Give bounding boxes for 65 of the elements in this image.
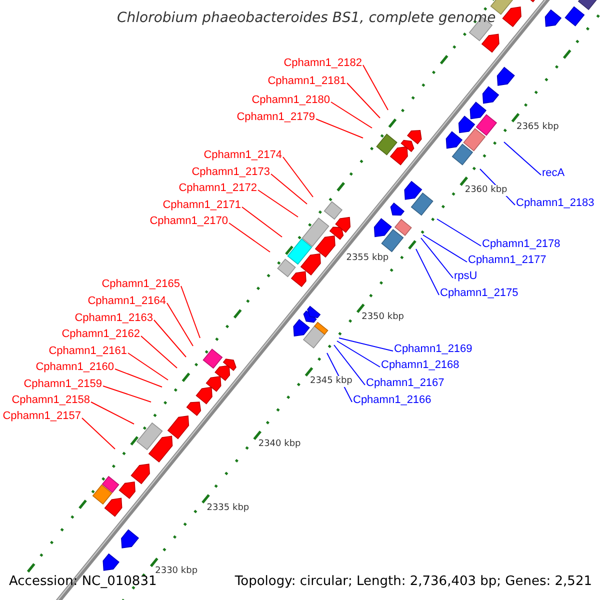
- scale-tick-label: 2330 kbp: [155, 566, 198, 578]
- scale-tick-label: 2360 kbp: [464, 185, 508, 196]
- gene-label: Cphamn1_2159: [24, 377, 102, 391]
- gene-label: Cphamn1_2178: [482, 237, 560, 251]
- leader-line: [140, 336, 178, 368]
- gene-label: Cphamn1_2160: [36, 360, 114, 374]
- leader-line: [282, 156, 314, 198]
- leader-line: [180, 286, 200, 338]
- leader-line: [346, 82, 380, 118]
- gene-label: Cphamn1_2169: [394, 342, 472, 356]
- gene-label: rpsU: [454, 269, 478, 283]
- gene-label: Cphamn1_2163: [74, 311, 153, 325]
- leader-line: [258, 190, 298, 218]
- leader-line: [114, 368, 162, 388]
- leader-line: [422, 234, 468, 262]
- leader-line: [416, 248, 440, 296]
- leader-line: [316, 118, 364, 138]
- gene-label: Cphamn1_2180: [252, 93, 330, 107]
- leader-line: [504, 142, 542, 176]
- gene-label: Cphamn1_2183: [516, 196, 594, 210]
- gene-label: Cphamn1_2158: [12, 393, 90, 407]
- genome-info-text: Topology: circular; Length: 2,736,403 bp; Genes: 2,521: [234, 574, 592, 590]
- leader-line: [336, 340, 380, 368]
- leader-line: [338, 338, 394, 352]
- scale-tick-label: 2365 kbp: [516, 122, 559, 133]
- gene-label: Cphamn1_2164: [88, 294, 166, 308]
- gene-label: Cphamn1_2161: [48, 344, 127, 358]
- gene-label: Cphamn1_2172: [178, 181, 257, 195]
- gene-label: Cphamn1_2182: [284, 56, 362, 70]
- gene-label: Cphamn1_2177: [468, 253, 546, 267]
- leader-line: [90, 402, 134, 424]
- gene-label: Cphamn1_2171: [162, 198, 241, 212]
- leader-line: [334, 344, 366, 386]
- leader-line: [82, 418, 116, 450]
- scale-tick-label: 2340 kbp: [258, 439, 301, 450]
- map-title: Chlorobium phaeobacteroides BS1, complete genome: [117, 9, 496, 27]
- leader-line: [330, 102, 372, 128]
- leader-line: [242, 206, 282, 238]
- leader-line: [270, 174, 308, 204]
- gene-label: Cphamn1_2181: [268, 74, 346, 88]
- leader-line: [102, 386, 152, 402]
- gene-label: Cphamn1_2170: [150, 214, 228, 228]
- scale-tick-label: 2350 kbp: [362, 312, 404, 324]
- leader-line: [362, 64, 388, 110]
- leader-line: [436, 218, 482, 246]
- gene-label: Cphamn1_2174: [204, 148, 282, 162]
- gene-label: Cphamn1_2162: [62, 327, 140, 341]
- gene-label: recA: [542, 166, 565, 180]
- gene-label: Cphamn1_2167: [366, 376, 444, 390]
- gene-label: Cphamn1_2165: [102, 277, 180, 291]
- leader-line: [420, 238, 454, 278]
- accession-text: Accession: NC_010831: [9, 574, 157, 590]
- scale-tick-label: 2335 kbp: [206, 502, 250, 514]
- gene-label: Cphamn1_2175: [440, 286, 518, 300]
- leader-line: [128, 352, 168, 380]
- leader-line: [166, 302, 194, 346]
- gene-label: Cphamn1_2157: [2, 409, 81, 423]
- gene-label: Cphamn1_2173: [192, 165, 270, 179]
- gene-label: Cphamn1_2168: [381, 358, 460, 372]
- scale-tick-label: 2355 kbp: [346, 252, 389, 264]
- scale-tick-label: 2345 kbp: [310, 376, 352, 387]
- leader-line: [154, 320, 186, 358]
- gene-label: Cphamn1_2179: [236, 110, 315, 124]
- leader-line: [228, 222, 270, 252]
- gene-label: Cphamn1_2166: [353, 393, 432, 407]
